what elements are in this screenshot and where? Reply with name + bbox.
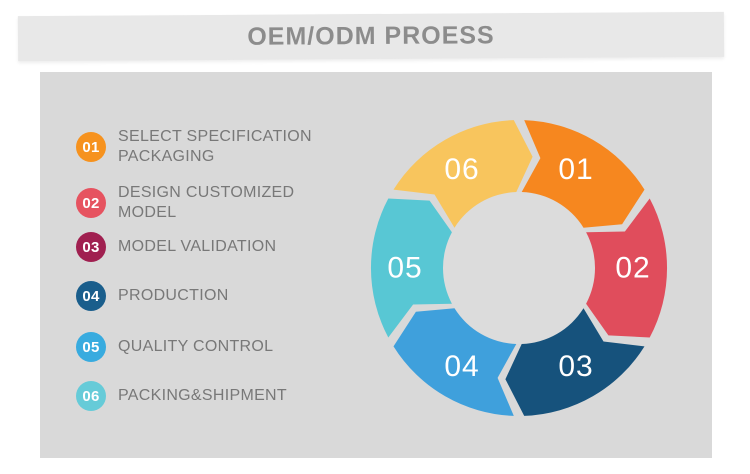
wheel-number-03: 03 (558, 350, 593, 383)
legend-label-06: PACKING&SHIPMENT (118, 387, 287, 404)
wheel-segment-01 (521, 120, 645, 228)
legend-badge-05: 05 (76, 332, 106, 362)
wheel-segment-03 (505, 308, 645, 416)
legend-item-02: 02 DESIGN CUSTOMIZED MODEL (76, 183, 350, 223)
legend-badge-01: 01 (76, 132, 106, 162)
wheel-number-02: 02 (615, 252, 650, 285)
legend-item-06: 06 PACKING&SHIPMENT (76, 381, 287, 411)
title-banner: OEM/ODM PROESS (17, 11, 725, 62)
legend-item-05: 05 QUALITY CONTROL (76, 332, 273, 362)
legend-label-03: MODEL VALIDATION (118, 238, 277, 255)
wheel-number-01: 01 (558, 153, 593, 186)
legend-label-02: DESIGN CUSTOMIZED MODEL (118, 184, 295, 221)
legend-badge-06: 06 (76, 381, 106, 411)
wheel-number-05: 05 (387, 252, 422, 285)
wheel-segment-06 (393, 120, 533, 228)
legend-item-03: 03 MODEL VALIDATION (76, 232, 276, 262)
wheel-segment-04 (393, 308, 517, 416)
wheel-segment-05 (370, 198, 452, 338)
process-cycle-wheel: 01 02 03 04 05 06 (370, 120, 668, 416)
page-title: OEM/ODM PROESS (247, 21, 495, 51)
wheel-segment-02 (586, 198, 668, 338)
wheel-number-04: 04 (444, 350, 479, 383)
legend-item-04: 04 PRODUCTION (76, 281, 229, 311)
legend-badge-04: 04 (76, 281, 106, 311)
legend-item-01: 01 SELECT SPECIFICATION PACKAGING (76, 127, 350, 167)
legend-badge-03: 03 (76, 232, 106, 262)
legend-label-05: QUALITY CONTROL (118, 338, 274, 355)
wheel-center-hole (443, 192, 595, 344)
legend-badge-02: 02 (76, 188, 106, 218)
legend-label-04: PRODUCTION (118, 287, 229, 304)
legend-label-01: SELECT SPECIFICATION PACKAGING (118, 128, 312, 165)
process-panel: 01 SELECT SPECIFICATION PACKAGING 02 DES… (40, 72, 712, 458)
process-legend: 01 SELECT SPECIFICATION PACKAGING 02 DES… (40, 72, 350, 458)
wheel-number-06: 06 (444, 153, 479, 186)
